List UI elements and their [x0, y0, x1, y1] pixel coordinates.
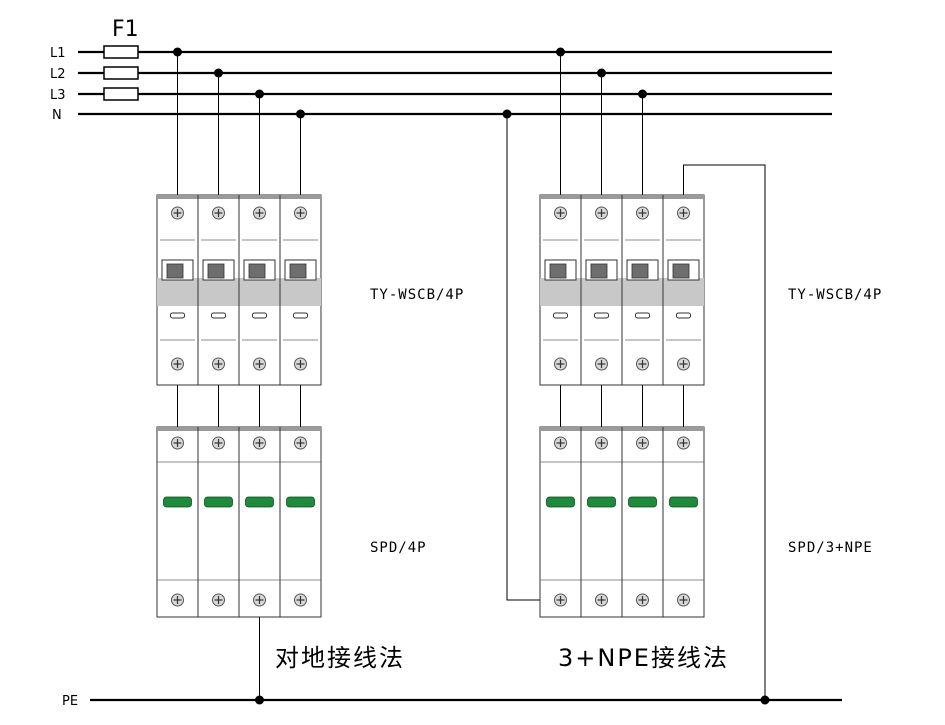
junction-dot	[255, 89, 264, 99]
right-breaker-model: TY-WSCB/4P	[788, 287, 882, 303]
label-n: N	[52, 108, 62, 123]
label-l3: L3	[50, 88, 66, 103]
indicator-slot	[676, 312, 691, 319]
junction-dot	[214, 68, 223, 78]
indicator-slot	[252, 312, 267, 319]
indicator-slot	[211, 312, 226, 319]
fuse-l1	[103, 45, 139, 59]
junction-dot	[296, 109, 305, 119]
junction-dot	[638, 89, 647, 99]
junction-dot	[597, 68, 606, 78]
fuse-l3	[103, 87, 139, 101]
left-breaker-model: TY-WSCB/4P	[370, 287, 464, 303]
spd-status-indicator	[628, 496, 657, 508]
bus-lines	[78, 50, 842, 702]
indicator-slot	[170, 312, 185, 319]
junction-dot	[556, 47, 565, 57]
fuse-l2	[103, 66, 139, 80]
indicator-slot	[293, 312, 308, 319]
spd-status-indicator	[286, 496, 315, 508]
right-spd	[539, 426, 705, 618]
junctions	[173, 47, 770, 705]
spd-status-indicator	[163, 496, 192, 508]
junction-dot	[760, 695, 770, 705]
junction-dot	[502, 109, 512, 119]
right-breaker	[539, 194, 705, 386]
junction-dot	[173, 47, 182, 57]
spd-status-indicator	[245, 496, 274, 508]
spd-status-indicator	[669, 496, 698, 508]
fuse-label: F1	[112, 17, 139, 42]
left-breaker	[156, 194, 322, 386]
label-l1: L1	[50, 46, 66, 61]
wires	[177, 52, 766, 700]
spd-status-indicator	[204, 496, 233, 508]
label-l2: L2	[50, 67, 66, 82]
junction-dot	[255, 695, 264, 705]
left-spd	[156, 426, 322, 618]
spd-status-indicator	[546, 496, 575, 508]
label-pe: PE	[62, 694, 78, 709]
left-spd-model: SPD/4P	[370, 540, 427, 556]
indicator-slot	[635, 312, 650, 319]
wire-right-pe	[683, 164, 766, 700]
indicator-slot	[594, 312, 609, 319]
spd-status-indicator	[587, 496, 616, 508]
fuse-group: F1	[103, 17, 139, 101]
right-spd-model: SPD/3+NPE	[788, 540, 873, 556]
wire-right-n	[506, 114, 555, 601]
left-caption: 对地接线法	[275, 644, 405, 672]
indicator-slot	[553, 312, 568, 319]
right-caption: 3+NPE接线法	[558, 644, 729, 672]
